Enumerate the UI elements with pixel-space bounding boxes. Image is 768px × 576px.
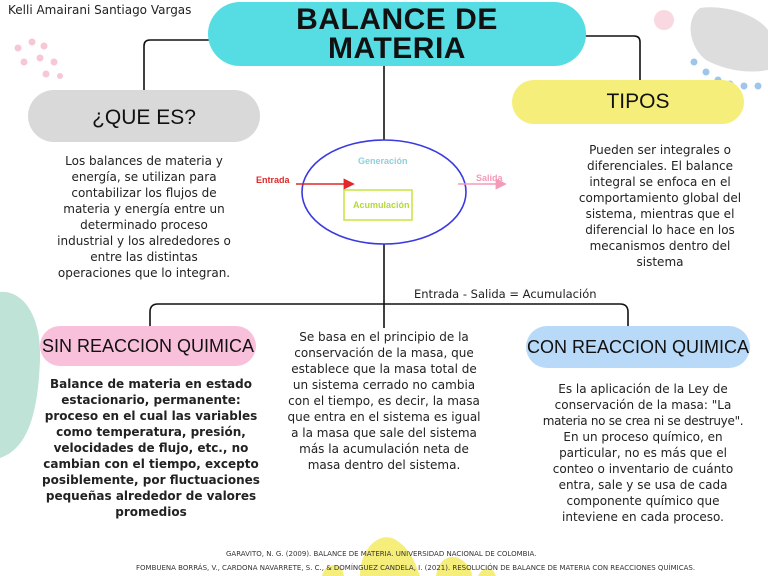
text-line: como temperatura, presión,: [56, 425, 246, 439]
text-line: masa dentro del sistema.: [307, 458, 461, 472]
text-line: conteo o inventario de cuánto: [552, 462, 734, 476]
que-es-heading: ¿QUE ES?: [92, 106, 196, 129]
text-line: pequeñas alrededor de valores: [45, 489, 257, 503]
pink-dots-decoration: [14, 38, 63, 79]
connector-title-to-tipos: [584, 35, 641, 82]
tipos-description: Pueden ser integrales o diferenciales. E…: [560, 142, 760, 270]
text-line: sistema: [636, 255, 684, 269]
pink-circle-decoration: [654, 10, 674, 30]
text-line: En un proceso químico, en: [563, 430, 723, 444]
acumulacion-box: [343, 189, 413, 221]
text-line: comportamiento global del: [578, 191, 742, 205]
text-line: cambian con el tiempo, excepto: [43, 457, 259, 471]
acumulacion-label: Acumulación: [353, 200, 410, 210]
conservacion-description: Se basa en el principio de la conservaci…: [276, 329, 492, 473]
yellow-blob-right-decoration: [478, 568, 496, 576]
yellow-blob-decoration: [360, 537, 420, 576]
text-line: mecanismos dentro del: [589, 239, 731, 253]
text-line: conservación de la masa: "La: [554, 398, 732, 412]
que-es-pill: ¿QUE ES?: [28, 90, 260, 142]
reference-1: GARAVITO, N. G. (2009). BALANCE DE MATER…: [226, 550, 537, 558]
text-line: Balance de materia en estado: [50, 377, 252, 391]
sin-reaccion-pill: SIN REACCION QUIMICA: [40, 326, 256, 366]
text-line: proceso en el cual las variables: [44, 409, 258, 423]
author-name: Kelli Amairani Santiago Vargas: [8, 3, 192, 17]
text-line: Pueden ser integrales o: [589, 143, 731, 157]
text-line: industrial y los alrededores o: [57, 234, 231, 248]
yellow-blob-left-decoration: [322, 565, 344, 576]
text-line: promedios: [115, 505, 187, 519]
connector-tree-branch: [149, 303, 629, 328]
title-line-2: MATERIA: [328, 32, 466, 65]
text-line: sistema, mientras que el: [585, 207, 735, 221]
text-line: con el tiempo, es decir, la masa: [288, 394, 480, 408]
tipos-pill: TIPOS: [512, 80, 744, 124]
text-line: diferenciales. El balance: [586, 159, 734, 173]
text-line: integral se enfoca en el: [589, 175, 731, 189]
text-line: inteviene en cada proceso.: [562, 510, 724, 524]
tipos-heading: TIPOS: [606, 90, 670, 113]
text-line: materia y energía entre un: [63, 202, 225, 216]
text-line: contabilizar los flujos de: [71, 186, 217, 200]
text-line: operaciones que lo integran.: [57, 266, 231, 280]
system-ellipse: [301, 139, 467, 245]
text-line: a la masa que sale del sistema: [291, 426, 477, 440]
text-line: estacionario, permanente:: [61, 393, 241, 407]
text-line: entra, sale y se usa de cada: [558, 478, 728, 492]
text-line: materia no se crea ni se destruye".: [542, 414, 744, 428]
text-line: posiblemente, por fluctuaciones: [42, 473, 260, 487]
text-line: determinado proceso: [80, 218, 208, 232]
text-line: un sistema cerrado no cambia: [292, 378, 476, 392]
con-reaccion-heading: CON REACCION QUIMICA: [526, 336, 749, 357]
text-line: diferencial lo hace en los: [585, 223, 735, 237]
text-line: componente químico que: [566, 494, 720, 508]
text-line: Los balances de materia y: [65, 154, 223, 168]
reference-2: FOMBUENA BORRÁS, V., CARDONA NAVARRETE, …: [136, 564, 696, 572]
sin-reaccion-heading: SIN REACCION QUIMICA: [41, 335, 255, 356]
text-line: que entra en el sistema es igual: [287, 410, 481, 424]
con-reaccion-description: Es la aplicación de la Ley de conservaci…: [528, 381, 758, 525]
salida-label: Salida: [476, 173, 504, 183]
title-line-1: BALANCE DE: [296, 3, 498, 36]
text-line: entre las distintas: [90, 250, 198, 264]
page-title: BALANCE DE MATERIA: [296, 3, 498, 65]
text-line: particular, no es más que el: [559, 446, 727, 460]
con-reaccion-pill: CON REACCION QUIMICA: [526, 326, 750, 368]
text-line: velocidades de flujo, etc., no: [53, 441, 249, 455]
text-line: energía, se utilizan para: [71, 170, 217, 184]
text-line: más la acumulación neta de: [299, 442, 469, 456]
que-es-description: Los balances de materia y energía, se ut…: [30, 153, 258, 281]
generacion-label: Generación: [358, 156, 408, 166]
sin-reaccion-description: Balance de materia en estado estacionari…: [26, 376, 276, 520]
text-line: Es la aplicación de la Ley de: [558, 382, 728, 396]
yellow-blob-small-decoration: [436, 556, 472, 576]
text-line: Se basa en el principio de la: [299, 330, 469, 344]
mint-blob-decoration: [0, 291, 41, 458]
balance-equation: Entrada - Salida = Acumulación: [414, 287, 597, 301]
text-line: conservación de la masa, que: [294, 346, 474, 360]
title-pill: BALANCE DE MATERIA: [208, 2, 586, 66]
grey-blob-decoration: [690, 7, 768, 72]
entrada-label: Entrada: [256, 175, 291, 185]
connector-title-to-que: [143, 39, 210, 92]
text-line: establece que la masa total de: [291, 362, 477, 376]
